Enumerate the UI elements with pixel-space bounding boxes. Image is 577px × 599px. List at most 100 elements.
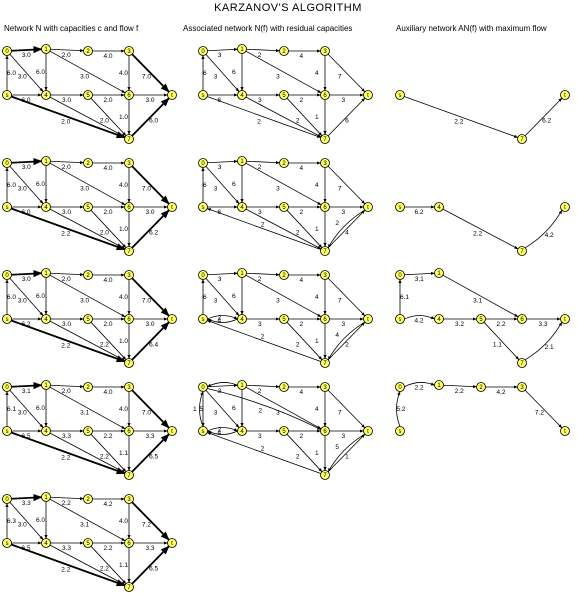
edge-label-s-0: 6 bbox=[203, 182, 207, 189]
edge-label-5-7: 2 bbox=[296, 341, 300, 348]
node-3-circle bbox=[124, 46, 134, 56]
edge-label-7-t: 6 bbox=[345, 117, 349, 124]
node-2-label: 2 bbox=[479, 385, 483, 391]
node-0-label: 0 bbox=[201, 49, 205, 55]
node-0-label: 0 bbox=[201, 385, 205, 391]
node-6-circle bbox=[124, 314, 134, 324]
edge-1-0 bbox=[207, 382, 238, 388]
node-5-label: 5 bbox=[86, 317, 90, 323]
node-s-circle bbox=[395, 202, 405, 212]
edge-label-5-7: 2.0 bbox=[100, 229, 109, 236]
node-5-circle bbox=[83, 426, 93, 436]
node-4-circle bbox=[41, 90, 51, 100]
edge-label-6-t: 3 bbox=[342, 209, 346, 216]
node-3-label: 3 bbox=[323, 273, 327, 279]
edge-label-3-6: 4.0 bbox=[119, 182, 128, 189]
edge-label-5-6: 2.2 bbox=[497, 321, 506, 328]
edge-label-4-5: 3 bbox=[258, 209, 262, 216]
node-7-label: 7 bbox=[520, 249, 524, 255]
edge-0-1 bbox=[207, 383, 238, 388]
edge-label-1-2: 2 bbox=[258, 52, 262, 59]
edge-label-5-6: 2 bbox=[300, 433, 304, 440]
edge-label-7-t: 1 bbox=[345, 453, 349, 460]
edge-label-1-4: 6 bbox=[232, 181, 236, 188]
edge-label-s-7: 2 bbox=[257, 119, 261, 126]
node-2-circle bbox=[279, 158, 289, 168]
edge-label-s-4: 6.0 bbox=[22, 209, 31, 216]
edge-1-6 bbox=[49, 498, 126, 542]
edge-label-1-2: 2 bbox=[258, 276, 262, 283]
edge-0-1 bbox=[404, 271, 435, 276]
node-t-label: t bbox=[367, 317, 369, 323]
node-t-label: t bbox=[564, 93, 566, 99]
node-4-circle bbox=[434, 202, 444, 212]
edge-s-7 bbox=[207, 96, 322, 138]
node-t: t bbox=[167, 314, 177, 324]
node-4: 4 bbox=[237, 314, 247, 324]
edge-label-0-4: 3.0 bbox=[18, 297, 27, 304]
node-s-circle bbox=[395, 426, 405, 436]
edge-label-2-3: 4 bbox=[300, 277, 304, 284]
edge-label-3-t: 7 bbox=[338, 73, 342, 80]
node-2: 2 bbox=[83, 270, 93, 280]
node-s-circle bbox=[395, 90, 405, 100]
node-0-circle bbox=[395, 382, 405, 392]
node-7: 7 bbox=[517, 246, 527, 256]
node-0-circle bbox=[2, 494, 12, 504]
edge-label-6-t: 3.0 bbox=[146, 209, 155, 216]
node-1-label: 1 bbox=[240, 271, 244, 277]
edge-4-7 bbox=[245, 96, 322, 138]
edge-label-0-1: 3.1 bbox=[415, 276, 424, 283]
edge-label-1-2: 2.2 bbox=[62, 500, 71, 507]
edge-label-3-t: 7 bbox=[338, 185, 342, 192]
node-1: 1 bbox=[237, 268, 247, 278]
edge-label-s-0: 6.1 bbox=[400, 294, 409, 301]
edge-3-t bbox=[131, 53, 170, 93]
edge-label-1-4: 6.0 bbox=[36, 181, 45, 188]
node-s-label: s bbox=[399, 93, 402, 99]
column-title-residual: Associated network N(f) with residual ca… bbox=[183, 24, 352, 33]
node-1-label: 1 bbox=[44, 495, 48, 501]
node-6-label: 6 bbox=[127, 317, 131, 323]
node-3: 3 bbox=[124, 46, 134, 56]
edge-1-6 bbox=[245, 50, 322, 94]
node-0-circle bbox=[2, 382, 12, 392]
edge-label-4-5: 3.0 bbox=[62, 209, 71, 216]
node-5: 5 bbox=[279, 426, 289, 436]
edge-label-5-6: 2.0 bbox=[104, 97, 113, 104]
node-5-circle bbox=[279, 90, 289, 100]
edge-label-2-3: 4.0 bbox=[104, 389, 113, 396]
edge-s-7 bbox=[10, 207, 126, 251]
edge-label-2-3: 4 bbox=[300, 389, 304, 396]
node-6: 6 bbox=[320, 426, 330, 436]
edge-label-3-6: 4.0 bbox=[119, 294, 128, 301]
edge-4-7 bbox=[245, 208, 322, 250]
node-6: 6 bbox=[320, 90, 330, 100]
column-title-auxiliary: Auxiliary network AN(f) with maximum flo… bbox=[396, 24, 547, 33]
edge-label-1-6: 3.0 bbox=[80, 73, 89, 80]
edge-label-6-7: 1 bbox=[315, 338, 319, 345]
node-0: 0 bbox=[198, 270, 208, 280]
node-4-label: 4 bbox=[44, 429, 48, 435]
node-0: 0 bbox=[198, 382, 208, 392]
node-5-label: 5 bbox=[86, 205, 90, 211]
node-4: 4 bbox=[237, 202, 247, 212]
node-3-label: 3 bbox=[127, 385, 131, 391]
node-0-label: 0 bbox=[5, 497, 9, 503]
node-6-circle bbox=[124, 426, 134, 436]
node-s: s bbox=[395, 202, 405, 212]
node-1: 1 bbox=[237, 380, 247, 390]
node-s-label: s bbox=[202, 93, 205, 99]
node-4: 4 bbox=[434, 314, 444, 324]
edge-label-5-7: 2.2 bbox=[100, 341, 109, 348]
edge-label-1-6: 3 bbox=[276, 409, 280, 416]
edge-label-0-1: 3.3 bbox=[22, 500, 31, 507]
edge-label-5-6: 2.0 bbox=[104, 209, 113, 216]
node-1: 1 bbox=[237, 44, 247, 54]
node-1-circle bbox=[41, 44, 51, 54]
node-4-label: 4 bbox=[240, 429, 244, 435]
